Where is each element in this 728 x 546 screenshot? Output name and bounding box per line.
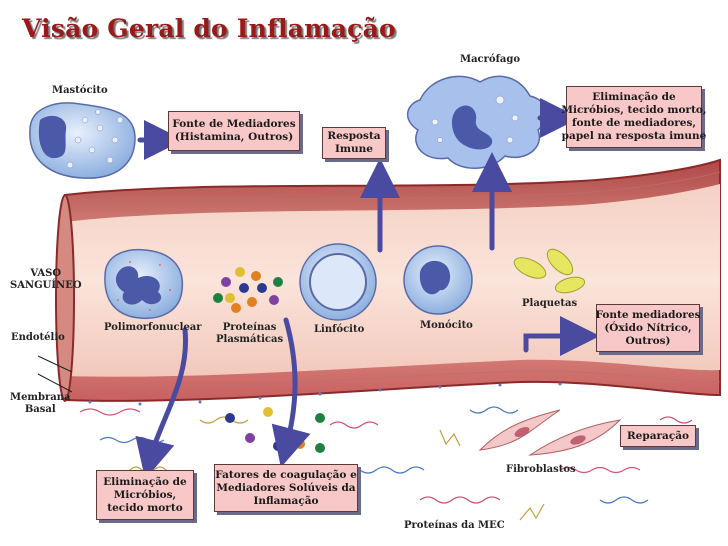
page-title: Visão Geral do Inflamação (22, 14, 396, 43)
box-fonte-mediadores: Fonte de Mediadores (Histamina, Outros) (168, 111, 300, 151)
platelets (513, 248, 586, 294)
label-linfocito: Linfócito (314, 324, 365, 335)
basement-membrane (88, 382, 562, 406)
label-proteinas-mec: Proteínas da MEC (404, 520, 505, 531)
plasma-proteins (213, 267, 283, 313)
label-endotelio: Endotélio (11, 332, 65, 343)
monocyte (403, 245, 473, 315)
lymphocyte (299, 243, 377, 321)
blood-vessel (55, 158, 721, 402)
fibroblasts (478, 409, 622, 456)
box-eliminacao-microbios: Eliminação de Micróbios, tecido morto (96, 470, 194, 520)
box-fatores-coagulacao: Fatores de coagulação e Mediadores Solúv… (214, 464, 358, 512)
label-polimorfonuclear: Polimorfonuclear (104, 322, 202, 333)
label-macrofago: Macrófago (460, 54, 521, 65)
neutrophil (104, 248, 184, 320)
box-resposta-imune: Resposta Imune (322, 127, 386, 159)
label-monocito: Monócito (420, 320, 473, 331)
label-fibroblastos: Fibroblastos (506, 464, 576, 475)
box-fonte-mediadores-oxido: Fonte mediadores (Óxido Nítrico, Outros) (595, 304, 701, 352)
label-vaso-sanguineo: VASO SANGUÍNEO (10, 268, 82, 291)
mast-cell (29, 102, 136, 179)
flow-arrows (135, 98, 600, 480)
macrophage (407, 75, 548, 169)
leader-lines (37, 355, 73, 393)
label-membrana-basal: Membrana Basal (10, 392, 71, 415)
box-eliminacao-macrofago: Eliminação de Micróbios, tecido morto, f… (561, 86, 707, 148)
label-proteinas-plasmaticas: Proteínas Plasmáticas (216, 322, 284, 345)
extravasated-proteins (225, 407, 325, 453)
box-reparacao: Reparação (620, 425, 696, 447)
label-plaquetas: Plaquetas (522, 298, 578, 309)
label-mastocito: Mastócito (52, 85, 108, 96)
